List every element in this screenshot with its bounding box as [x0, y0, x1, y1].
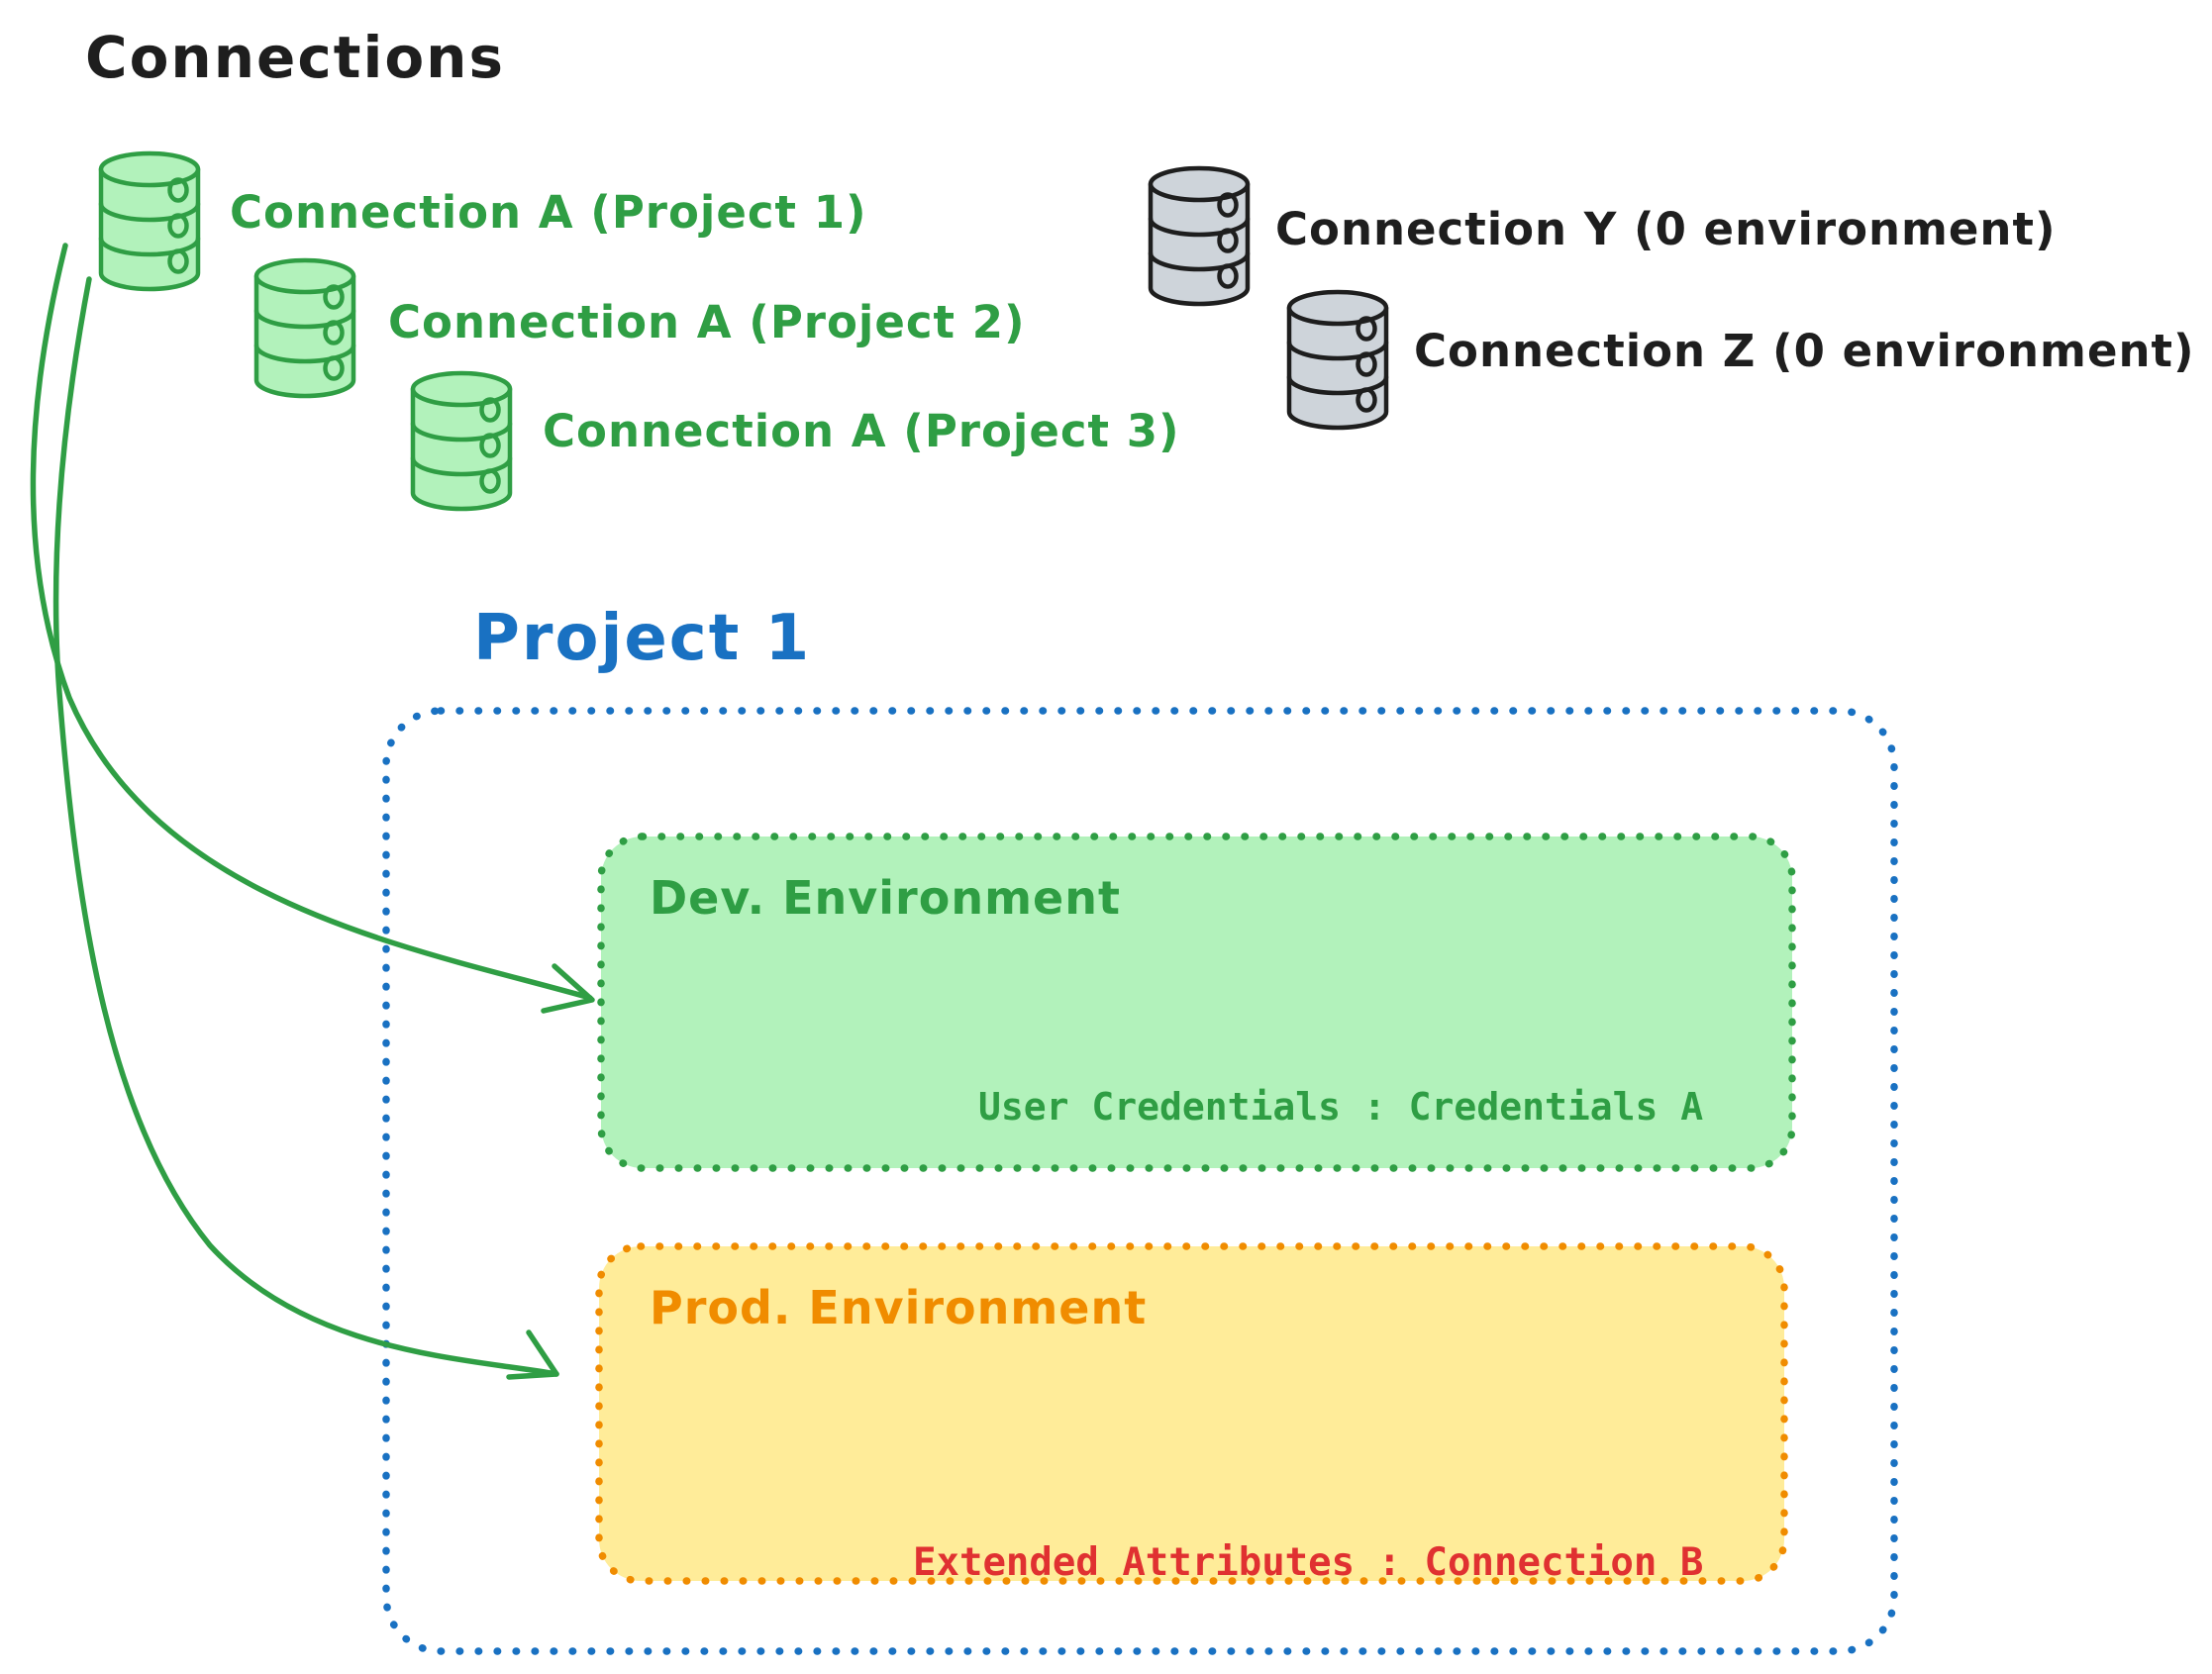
prod-environment-title: Prod. Environment [650, 1281, 1148, 1334]
arrow-connection-to-dev-icon [30, 243, 595, 1014]
database-icon-connection-a-1 [101, 153, 198, 289]
connection-label-a-project-1: Connection A (Project 1) [230, 186, 867, 239]
arrow-connection-to-prod-icon [52, 276, 559, 1380]
connection-label-z: Connection Z (0 environment) [1414, 325, 2195, 377]
database-icon-connection-a-3 [413, 373, 510, 509]
prod-environment-box [595, 1242, 1788, 1585]
dev-environment-box [597, 833, 1796, 1172]
connection-label-a-project-2: Connection A (Project 2) [388, 296, 1026, 348]
prod-environment-mappings: Extended Attributes : Connection B Ext.A… [913, 1441, 1727, 1674]
connection-label-y: Connection Y (0 environment) [1275, 203, 2057, 255]
diagram-title: Connections [85, 24, 505, 91]
project-title: Project 1 [473, 602, 812, 675]
prod-mapping-line-1: Extended Attributes : Connection B [913, 1540, 1704, 1585]
database-icon-connection-z [1289, 292, 1386, 428]
connection-label-a-project-3: Connection A (Project 3) [543, 405, 1180, 457]
dev-environment-title: Dev. Environment [650, 871, 1121, 925]
database-icon-connection-a-2 [256, 260, 353, 396]
dev-environment-mapping: User Credentials : Credentials A [978, 1085, 1704, 1129]
project-1-box [382, 707, 1898, 1655]
database-icon-connection-y [1151, 168, 1248, 304]
